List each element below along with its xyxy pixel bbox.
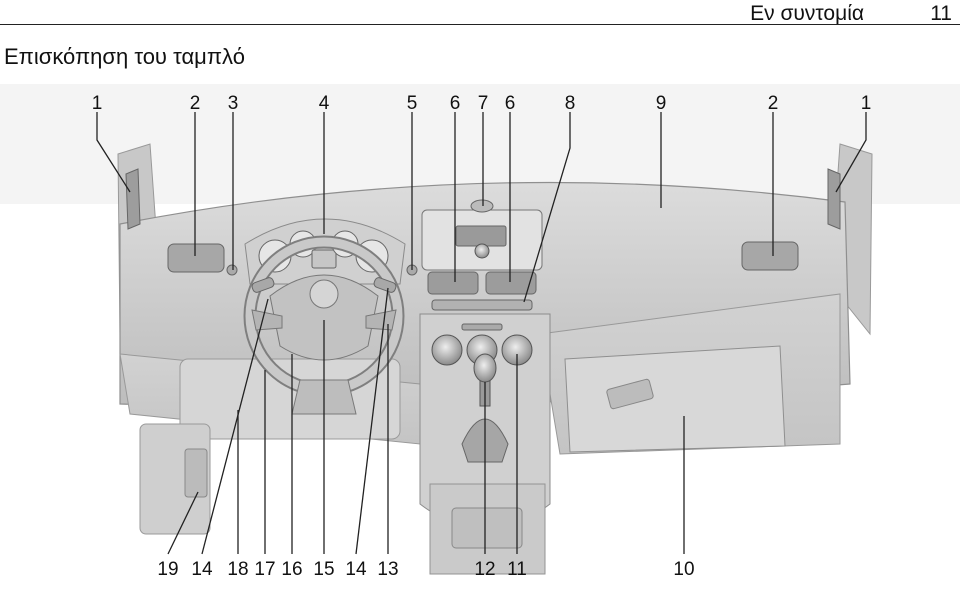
console-tray bbox=[451, 507, 523, 549]
corner-vent-left bbox=[125, 168, 141, 230]
leader-1-left bbox=[96, 112, 131, 193]
page-heading: Επισκόπηση του ταμπλό bbox=[4, 44, 245, 69]
callout-top-6b: 6 bbox=[504, 93, 516, 114]
callout-top-1: 1 bbox=[91, 93, 103, 114]
callout-bottom-10: 10 bbox=[673, 559, 695, 580]
section-title: Εν συντομία bbox=[750, 2, 864, 25]
callout-top-1b: 1 bbox=[860, 93, 872, 114]
callout-top-6a: 6 bbox=[449, 93, 461, 114]
switch-row bbox=[431, 299, 533, 311]
header-rule bbox=[0, 24, 960, 25]
leader-19 bbox=[167, 491, 199, 555]
climate-button-strip bbox=[461, 323, 503, 331]
light-switch bbox=[226, 264, 238, 276]
callout-top-9: 9 bbox=[655, 93, 667, 114]
callout-top-5: 5 bbox=[406, 93, 418, 114]
callout-top-2b: 2 bbox=[767, 93, 779, 114]
callout-bottom-17: 17 bbox=[254, 559, 276, 580]
leader-14-left bbox=[201, 298, 269, 555]
radio-display bbox=[455, 225, 507, 247]
callout-bottom-16: 16 bbox=[281, 559, 303, 580]
gear-knob bbox=[473, 353, 497, 383]
callout-bottom-14a: 14 bbox=[191, 559, 213, 580]
callout-bottom-19: 19 bbox=[157, 559, 179, 580]
leader-8 bbox=[523, 112, 571, 303]
cluster-display bbox=[311, 249, 337, 269]
radio-knob bbox=[474, 243, 490, 259]
callout-top-3: 3 bbox=[227, 93, 239, 114]
glovebox-handle bbox=[606, 378, 654, 410]
callout-bottom-14b: 14 bbox=[345, 559, 367, 580]
callout-bottom-18: 18 bbox=[227, 559, 249, 580]
stalk-left bbox=[251, 277, 275, 293]
center-vent-left bbox=[427, 271, 479, 295]
side-vent-right bbox=[741, 241, 799, 271]
leader-14-right bbox=[355, 287, 389, 555]
side-vent-left bbox=[167, 243, 225, 273]
dashboard-illustration: 1 2 3 4 5 6 7 6 8 9 2 1 19 14 18 17 16 1… bbox=[0, 84, 960, 592]
page-number: 11 bbox=[930, 2, 952, 25]
callout-bottom-12: 12 bbox=[474, 559, 496, 580]
wheel-spoke-left bbox=[251, 309, 283, 331]
callout-top-4: 4 bbox=[318, 93, 330, 114]
climate-knob-left bbox=[431, 334, 463, 366]
center-vent-right bbox=[485, 271, 537, 295]
callout-top-2: 2 bbox=[189, 93, 201, 114]
stalk-right bbox=[373, 277, 397, 293]
corner-vent-right bbox=[827, 168, 841, 230]
steering-wheel-hub bbox=[269, 274, 379, 361]
callout-bottom-13: 13 bbox=[377, 559, 399, 580]
glovebox bbox=[564, 345, 786, 453]
callout-bottom-11: 11 bbox=[507, 559, 527, 580]
callout-bottom-15: 15 bbox=[313, 559, 335, 580]
dashboard-drawing bbox=[0, 84, 960, 575]
hazard-switch bbox=[470, 199, 494, 213]
callout-top-7: 7 bbox=[477, 93, 489, 114]
callout-leaders bbox=[96, 112, 867, 555]
steering-wheel-emblem bbox=[309, 279, 339, 309]
callout-top-8: 8 bbox=[564, 93, 576, 114]
bonnet-release bbox=[184, 448, 208, 498]
left-knee-panel bbox=[179, 358, 401, 440]
leader-1-right bbox=[835, 112, 867, 193]
